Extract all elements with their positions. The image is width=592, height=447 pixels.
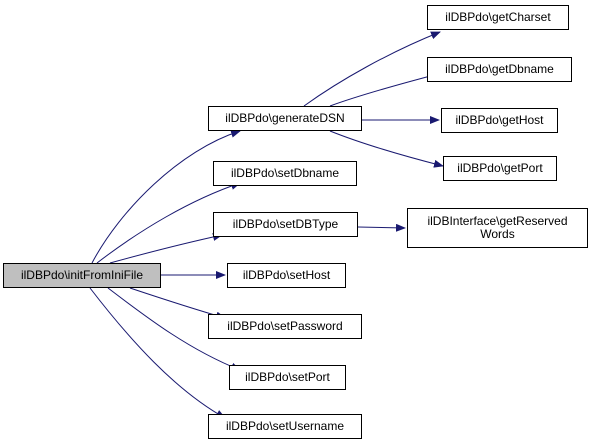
node-label: ilDBPdo\getDbname (445, 62, 554, 76)
node-label: ilDBPdo\getPort (457, 161, 543, 175)
node-setHost[interactable]: ilDBPdo\setHost (227, 263, 346, 288)
edge-initFromIniFile-setUsername (89, 287, 226, 419)
node-label: ilDBPdo\getHost (455, 113, 544, 127)
node-setUsername[interactable]: ilDBPdo\setUsername (208, 414, 362, 439)
node-initFromIniFile: ilDBPdo\initFromIniFile (3, 263, 161, 288)
edge-initFromIniFile-setDBType (109, 233, 223, 264)
edge-initFromIniFile-generateDSN (91, 129, 241, 264)
node-label-line1: ilDBInterface\getReserved (427, 214, 568, 228)
edge-setDBType-getReservedWords (357, 223, 406, 232)
node-label: ilDBPdo\initFromIniFile (20, 268, 144, 282)
node-setPassword[interactable]: ilDBPdo\setPassword (208, 314, 362, 339)
node-label-line2: Words (480, 227, 515, 241)
edge-generateDSN-getDbname (329, 72, 439, 107)
node-setPort[interactable]: ilDBPdo\setPort (229, 365, 346, 390)
node-label: ilDBPdo\setUsername (225, 419, 345, 433)
node-label: ilDBPdo\setHost (242, 268, 331, 282)
node-generateDSN[interactable]: ilDBPdo\generateDSN (208, 106, 362, 131)
edge-initFromIniFile-setPort (107, 287, 241, 371)
node-getHost[interactable]: ilDBPdo\getHost (441, 108, 558, 133)
edge-generateDSN-getCharset (303, 31, 441, 107)
node-label: ilDBPdo\getCharset (445, 10, 551, 24)
node-label: ilDBPdo\setPort (245, 370, 330, 384)
edge-initFromIniFile-setDbname (96, 182, 241, 264)
node-getReservedWords[interactable]: ilDBInterface\getReserved Words (407, 208, 588, 248)
node-getPort[interactable]: ilDBPdo\getPort (443, 156, 557, 181)
node-label: ilDBPdo\setPassword (227, 319, 343, 333)
node-getCharset[interactable]: ilDBPdo\getCharset (427, 5, 569, 30)
node-setDbname[interactable]: ilDBPdo\setDbname (213, 161, 357, 186)
edge-generateDSN-getPort (329, 130, 444, 168)
node-setDBType[interactable]: ilDBPdo\setDBType (213, 212, 358, 237)
node-label: ilDBPdo\setDbname (230, 166, 340, 180)
node-label: ilDBPdo\setDBType (232, 217, 339, 231)
node-getDbname[interactable]: ilDBPdo\getDbname (427, 57, 572, 82)
node-label: ilDBPdo\generateDSN (225, 111, 345, 125)
